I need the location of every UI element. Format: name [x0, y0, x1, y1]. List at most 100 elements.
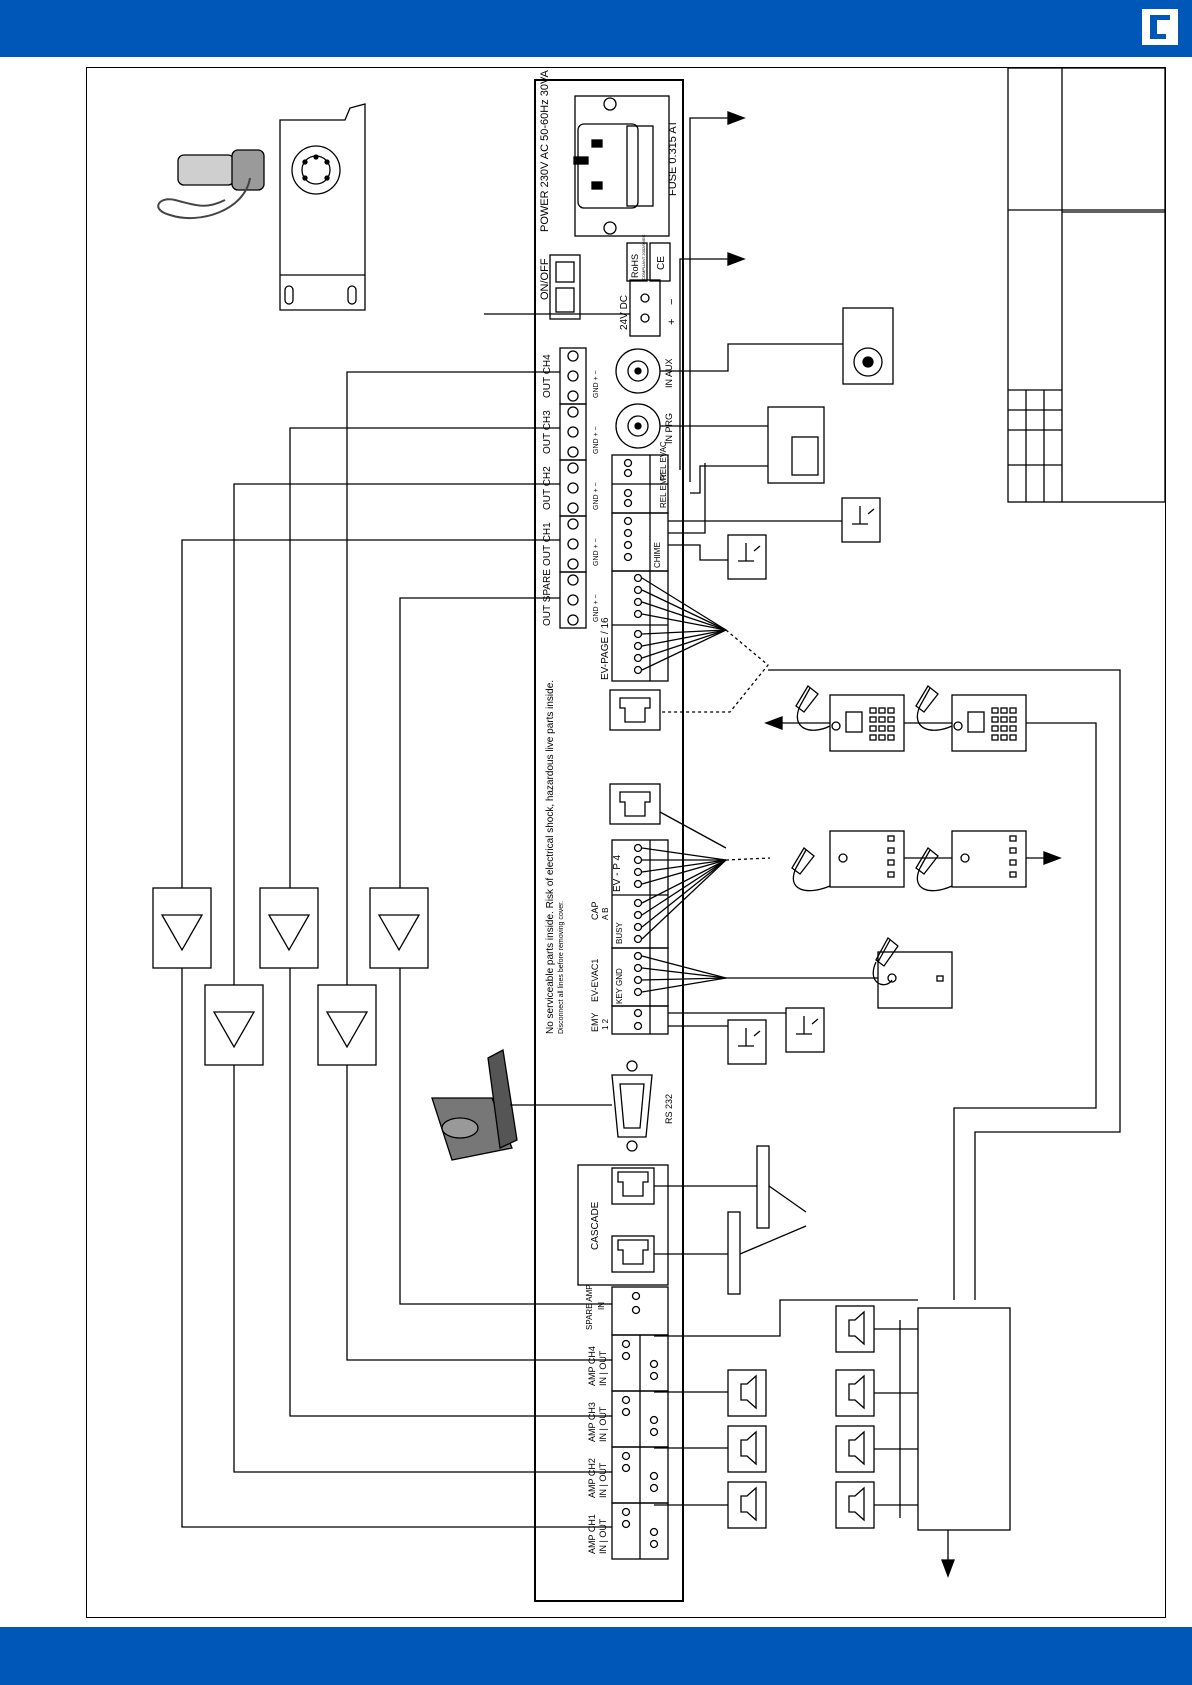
cascade-port-1[interactable] — [611, 1167, 655, 1205]
ce-label: CE — [656, 256, 667, 270]
header-band — [0, 0, 1192, 57]
unit-rear-panel — [534, 79, 684, 1602]
key-label: KEY — [615, 987, 624, 1004]
warning-line-2: Disconnect all lines before removing cov… — [558, 901, 565, 1034]
busy-label: BUSY — [615, 922, 624, 944]
footer-band — [0, 1627, 1192, 1685]
aux-bnc[interactable] — [615, 348, 661, 394]
amp-ch4-label: AMP CH4 — [587, 1346, 597, 1386]
amp-ch3-label: AMP CH3 — [587, 1402, 597, 1442]
zone-matrix-box — [917, 1307, 1011, 1531]
out-spare-pins: GND + − — [593, 594, 600, 622]
unit-labels: POWER 230V AC 50-60Hz 30VA FUSE 0.315 AT… — [539, 70, 679, 1554]
paging-station-1 — [829, 694, 905, 752]
rj45-evp4[interactable] — [609, 783, 661, 825]
power-switch[interactable] — [549, 254, 581, 320]
onoff-label: ON/OFF — [539, 258, 551, 300]
warning-line-1: No serviceable parts inside. Risk of ele… — [545, 680, 556, 1034]
out-ch2-pins: GND + − — [593, 482, 600, 510]
evpage-label: EV-PAGE / 16 — [600, 617, 611, 680]
rel-evac-label: REL EVAC — [659, 441, 668, 480]
rel-emy-label: REL EMY — [659, 473, 668, 508]
prg-bnc[interactable] — [615, 403, 661, 449]
input-pins — [623, 516, 633, 562]
paging-station-2 — [951, 694, 1027, 752]
evevac-label: EV-EVAC1 — [590, 959, 600, 1002]
rs232-label: RS 232 — [664, 1094, 674, 1124]
logo-glyph — [1150, 15, 1170, 39]
dc-label: 24V DC — [619, 295, 630, 330]
out-ch3-label: OUT CH3 — [542, 410, 553, 454]
dc-terminal — [629, 279, 661, 337]
evpage-pins — [633, 573, 643, 675]
speaker-wires — [654, 1299, 918, 1506]
dc-plus: + — [666, 319, 678, 325]
cascade-units — [727, 1145, 770, 1295]
out-ch2-label: OUT CH2 — [542, 466, 553, 510]
amp-ch2-label: AMP CH2 — [587, 1458, 597, 1498]
emy-label: EMY — [590, 1012, 600, 1032]
emy-switch-1-icon — [785, 1007, 825, 1053]
cap-ab-label: A B — [601, 908, 610, 920]
out-terminal-pins — [567, 350, 579, 626]
evpage-block — [611, 570, 669, 682]
microphone-base — [279, 103, 366, 311]
aux-source-device — [842, 307, 894, 385]
power-label: POWER 230V AC 50-60Hz 30VA — [539, 70, 551, 232]
cascade-label: CASCADE — [590, 1201, 601, 1250]
evp4-station-2 — [951, 830, 1027, 888]
aux-wire — [660, 343, 843, 372]
evac-fan-wires — [641, 955, 878, 993]
evp4-station-1 — [829, 830, 905, 888]
out-terminal-blocks — [559, 347, 587, 629]
evac-station — [877, 951, 953, 1009]
amp-ch3-io: IN | OUT — [598, 1406, 608, 1442]
evp4-pins — [633, 843, 643, 944]
amp-ch1-io: IN | OUT — [598, 1518, 608, 1554]
emy-pins-label: 1 2 — [601, 1018, 610, 1030]
evevac-pins — [633, 951, 643, 997]
out-wires — [181, 371, 560, 985]
msg-switch-icon — [841, 497, 881, 543]
out-ch4-pins: GND + − — [593, 370, 600, 398]
amp-terminal-blocks — [611, 1286, 669, 1560]
zone-matrix-wires — [874, 1320, 918, 1518]
prg-in-label: IN PRG — [664, 413, 674, 444]
cascade-port-2[interactable] — [611, 1235, 655, 1273]
chime-switch-icon — [727, 534, 767, 580]
out-ch1-pins: GND + − — [593, 538, 600, 566]
diagram-frame — [86, 67, 1166, 1618]
laptop-icon — [431, 1048, 518, 1161]
out-ch4-label: OUT CH4 — [542, 354, 553, 398]
cascade-block — [577, 1164, 669, 1286]
title-block — [1007, 67, 1166, 503]
dc-minus: − — [666, 299, 678, 305]
amp-ch4-io: IN | OUT — [598, 1350, 608, 1386]
speaker-icons — [727, 1305, 875, 1529]
evpage-fan-wires — [641, 577, 727, 671]
rj45-evpage[interactable] — [609, 689, 661, 731]
amp-ch1-label: AMP CH1 — [587, 1514, 597, 1554]
emy-block — [611, 1005, 669, 1035]
amp-ch2-io: IN | OUT — [598, 1462, 608, 1498]
fuse-label: FUSE 0.315 AT — [667, 120, 679, 196]
evp4-fan-wires — [641, 847, 727, 940]
rohs-box — [626, 242, 648, 282]
rohs-label: RoHS — [630, 254, 640, 278]
kramer-bracket-icon — [1142, 9, 1178, 45]
rs232-port[interactable] — [611, 1060, 653, 1152]
emy-switch-2-icon — [727, 1019, 767, 1065]
gooseneck-mic-icons — [791, 685, 953, 986]
amp-terminal-pins — [621, 1291, 659, 1549]
rohs-sub-label: COMPLIANT 2002/95/EC — [641, 234, 646, 280]
out-ch3-pins: GND + − — [593, 426, 600, 454]
out-ch1-label: OUT CH1 — [542, 522, 553, 566]
cap-label: CAP — [590, 901, 600, 920]
power-arrow-wire — [689, 117, 728, 482]
prg-source-device — [767, 406, 825, 484]
spare-amp-label: SPARE AMP — [585, 1284, 594, 1330]
power-inlet — [573, 95, 670, 237]
evp4-label: EV - P 4 — [612, 855, 623, 892]
gnd-label: GND — [615, 968, 624, 986]
